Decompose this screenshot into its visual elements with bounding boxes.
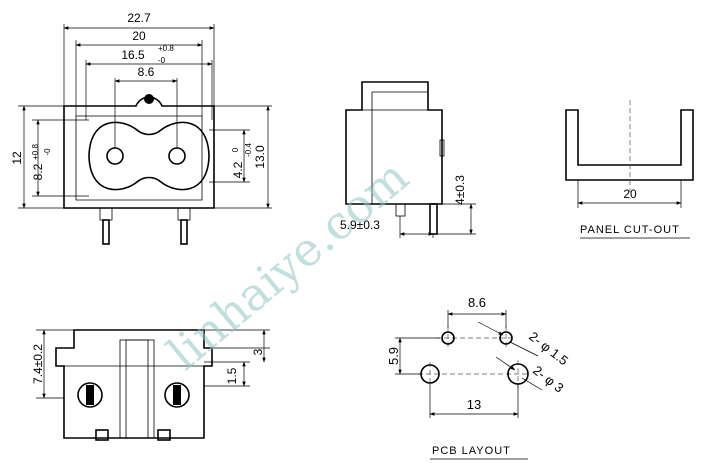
panel-cutout-view: 20 PANEL CUT-OUT xyxy=(565,100,694,239)
dim-pin-height: 4±0.3 xyxy=(453,175,467,205)
dim-opening-height-tol-upper: +0.8 xyxy=(31,144,40,160)
dim-opening-height-tol-lower: -0 xyxy=(43,148,52,156)
contact-pin-right xyxy=(168,147,186,165)
bottom-terminal-right xyxy=(164,382,190,408)
dim-total-height: 13.0 xyxy=(253,145,267,169)
dim-opening-height: 8.2 xyxy=(31,163,45,180)
dim-offset: 4.2 xyxy=(231,161,245,178)
dim-offset-tol-upper: 0 xyxy=(231,147,240,152)
mounting-dot xyxy=(144,94,154,104)
dim-pin-spacing: 8.6 xyxy=(138,65,155,79)
bottom-view: 7.4±0.2 3 1.5 xyxy=(31,329,270,441)
pcb-layout-view: 8.6 5.9 13 2- φ 1.5 2- φ 3 PCB LAYOUT xyxy=(386,295,571,460)
dim-pcb-small-hole: 2- φ 1.5 xyxy=(526,329,571,369)
pcb-hole-small-right xyxy=(499,331,513,345)
side-view: 4±0.3 5.9±0.3 xyxy=(340,81,476,238)
dim-bottom-lower: 1.5 xyxy=(225,367,239,384)
dim-opening-tol-upper: +0.8 xyxy=(158,44,174,53)
dim-pcb-row-spacing: 5.9 xyxy=(386,347,401,365)
dim-bottom-upper: 3 xyxy=(251,348,265,355)
dim-height-12: 12 xyxy=(10,151,24,165)
contact-pin-left xyxy=(106,147,124,165)
dim-overall-width: 22.7 xyxy=(127,11,151,25)
panel-cutout-caption: PANEL CUT-OUT xyxy=(580,224,680,236)
pcb-layout-caption: PCB LAYOUT xyxy=(432,445,511,457)
dim-pin-offset: 5.9±0.3 xyxy=(340,218,380,232)
dim-pcb-large-spacing: 13 xyxy=(467,397,481,412)
dim-opening-width: 16.5 xyxy=(121,48,145,62)
dim-offset-tol-lower: -0.4 xyxy=(244,143,253,157)
dim-cutout-width: 20 xyxy=(623,187,637,201)
front-view-outline xyxy=(63,94,215,245)
front-view: 22.7 20 16.5 +0.8 -0 8.6 12 8.2 +0.8 -0 … xyxy=(10,11,272,245)
bottom-terminal-left xyxy=(77,382,103,408)
pcb-hole-large-left xyxy=(420,364,440,384)
dim-body-width: 20 xyxy=(132,29,146,43)
watermark: linhaiye.com xyxy=(157,149,418,380)
dim-opening-tol-lower: -0 xyxy=(158,56,166,65)
pcb-hole-small-left xyxy=(441,331,455,345)
dim-pcb-small-spacing: 8.6 xyxy=(468,295,486,310)
dim-bottom-height: 7.4±0.2 xyxy=(31,344,45,384)
